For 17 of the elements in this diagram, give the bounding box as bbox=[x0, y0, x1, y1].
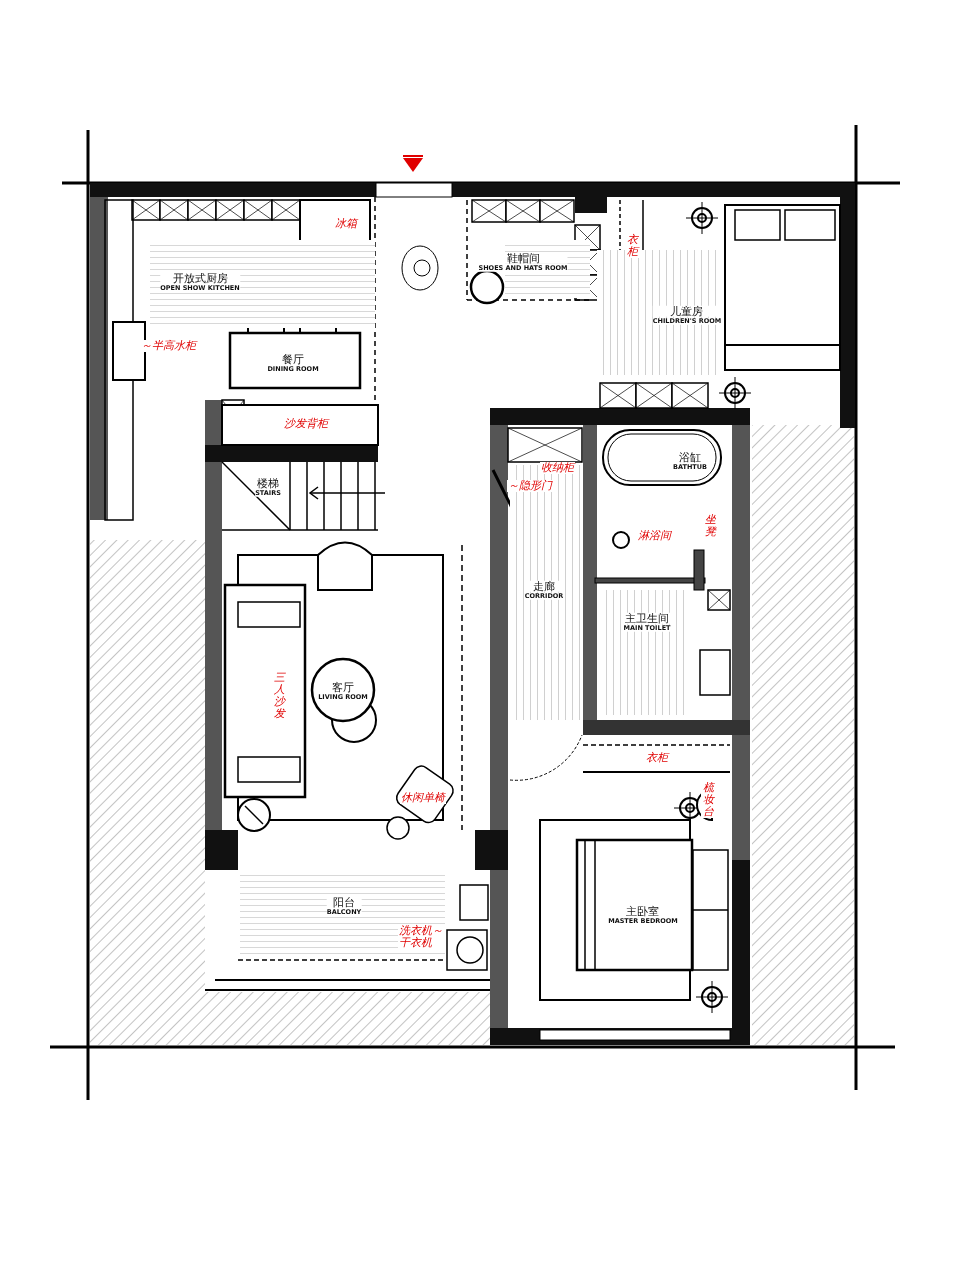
handwritten-note: 三人沙发 bbox=[272, 672, 286, 721]
room-name: 开放式厨房 bbox=[160, 272, 240, 284]
room-name: 阳台 bbox=[326, 896, 362, 908]
handwritten-note: ～隐形门 bbox=[507, 480, 553, 492]
handwritten-note: ～半高水柜 bbox=[140, 340, 197, 352]
handwritten-note: 衣柜 bbox=[645, 752, 669, 764]
handwritten-note: 休闲单椅 bbox=[400, 792, 446, 804]
room-name: 主卫生间 bbox=[623, 612, 671, 624]
handwritten-note: 沙发背柜 bbox=[283, 418, 329, 430]
handwritten-note: 淋浴间 bbox=[637, 530, 672, 542]
room-name: 楼梯 bbox=[255, 477, 281, 489]
handwritten-note: 收纳柜 bbox=[540, 462, 575, 474]
handwritten-note: 坐凳 bbox=[703, 514, 717, 539]
handwritten-note: 洗衣机～干衣机 bbox=[398, 925, 446, 949]
handwritten-note: 梳妆台 bbox=[701, 782, 715, 819]
handwritten-note: 衣柜 bbox=[625, 234, 639, 259]
handwritten-note: 冰箱 bbox=[334, 218, 358, 230]
